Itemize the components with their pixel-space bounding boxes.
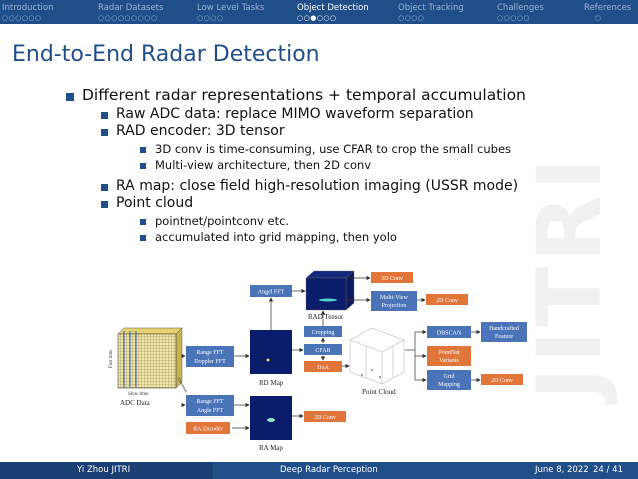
- fast-time-label: Fast time: [109, 349, 114, 368]
- cropping-label: Cropping: [312, 330, 335, 336]
- doa-label: DoA: [317, 365, 329, 371]
- conv2d-top-box: [426, 294, 468, 305]
- bullet-level2: RA map: close field high-resolution imag…: [116, 178, 519, 194]
- cropping-box: [304, 326, 342, 337]
- bullet-square-icon: [101, 129, 108, 136]
- range-angle-fft-label: Range FFT: [196, 399, 224, 405]
- bullet-level2: Point cloud: [116, 195, 194, 211]
- grid-mapping-box: [427, 370, 471, 390]
- bullet-level3: Multi-view architecture, then 2D conv: [155, 158, 372, 172]
- multiview-projection-box: [371, 291, 417, 311]
- range-angle-fft-label: Angle FFT: [197, 408, 224, 414]
- range-angle-fft-box: [186, 395, 234, 416]
- nav-section-challenges[interactable]: Challenges: [497, 3, 544, 13]
- footer-left-panel: Yi Zhou JITRI: [0, 462, 213, 479]
- bullet-square-icon: [101, 201, 108, 208]
- nav-dots-challenges[interactable]: ○○○○○: [497, 14, 531, 22]
- pointnet-variants-box: [427, 346, 471, 366]
- dbscan-label: DBSCAN: [437, 331, 462, 337]
- conv3d-box: [371, 272, 413, 283]
- nav-dots-low-level-tasks[interactable]: ○○○○: [197, 14, 224, 22]
- ra-map-label: RA Map: [259, 444, 283, 452]
- doa-box: [304, 361, 342, 372]
- nav-section-low-level-tasks[interactable]: Low Level Tasks: [197, 3, 265, 13]
- handcrafted-feature-box: [481, 322, 527, 342]
- range-doppler-fft-box: [186, 346, 234, 367]
- angel-fft-box: [250, 285, 292, 297]
- bullet-square-icon: [140, 147, 146, 153]
- diagram-connectors: [181, 275, 481, 431]
- conv2d-right-box: [481, 374, 523, 385]
- multiview-projection-label: Multi-View: [380, 295, 409, 301]
- radar-pipeline-diagram: Fast time Slow time Antennas ADC Data Ra…: [109, 270, 527, 452]
- ra-encoder-label: RA Encoder: [193, 427, 223, 433]
- footer-bar: Yi Zhou JITRI Deep Radar Perception June…: [0, 462, 638, 479]
- bullet-level2: RAD encoder: 3D tensor: [116, 123, 285, 139]
- slide-title: End-to-End Radar Detection: [12, 42, 320, 67]
- ra-encoder-box: [186, 422, 230, 434]
- rad-tensor-cube: [305, 270, 355, 311]
- footer-talk-title: Deep Radar Perception: [280, 465, 378, 475]
- conv2d-top-label: 2D Conv: [436, 298, 458, 304]
- bullet-square-icon: [101, 112, 108, 119]
- nav-dots-references[interactable]: ○: [595, 14, 602, 22]
- bullet-level3: accumulated into grid mapping, then yolo: [155, 230, 397, 244]
- rd-map-image: [250, 330, 292, 374]
- bullet-square-icon: [140, 235, 146, 241]
- range-doppler-fft-label: Range FFT: [196, 350, 224, 356]
- adc-data-cube: [117, 327, 183, 389]
- nav-dots-object-detection[interactable]: ○○●○○○: [297, 14, 337, 22]
- grid-mapping-label: Grid: [444, 374, 455, 380]
- nav-dots-radar-datasets[interactable]: ○○○○○○○○○: [98, 14, 158, 22]
- nav-section-references[interactable]: References: [584, 3, 632, 13]
- rd-map-label: RD Map: [259, 379, 284, 387]
- handcrafted-feature-label: Feature: [495, 334, 513, 340]
- conv2d-bottom-label: 2D Conv: [314, 415, 336, 421]
- range-doppler-fft-label: Doppler FFT: [194, 359, 226, 365]
- conv2d-bottom-box: [304, 411, 346, 422]
- nav-section-radar-datasets[interactable]: Radar Datasets: [98, 3, 164, 13]
- slow-time-label: Slow time: [128, 392, 149, 397]
- nav-section-object-tracking[interactable]: Object Tracking: [398, 3, 464, 13]
- bullet-level3: 3D conv is time-consuming, use CFAR to c…: [155, 142, 512, 156]
- conv3d-label: 3D Conv: [381, 276, 403, 282]
- bullet-level2: Raw ADC data: replace MIMO waveform sepa…: [116, 106, 474, 122]
- bullet-square-icon: [140, 163, 146, 169]
- pointnet-variants-label: PointNet: [438, 350, 460, 356]
- adc-data-label: ADC Data: [120, 399, 151, 407]
- bullet-level1: Different radar representations + tempor…: [82, 86, 526, 104]
- pointnet-variants-label: Variants: [439, 358, 459, 364]
- bullet-square-icon: [140, 219, 146, 225]
- bullet-square-icon: [101, 184, 108, 191]
- rad-tensor-label: RAD Tensor: [308, 313, 344, 321]
- cfar-label: CFAR: [315, 348, 330, 354]
- point-cloud-label: Point Cloud: [362, 388, 396, 396]
- nav-dots-object-tracking[interactable]: ○○○○: [398, 14, 425, 22]
- conv2d-right-label: 2D Conv: [491, 378, 513, 384]
- footer-author: Yi Zhou JITRI: [77, 465, 131, 475]
- bullet-level3: pointnet/pointconv etc.: [155, 214, 290, 228]
- grid-mapping-label: Mapping: [438, 382, 460, 388]
- top-navigation: Introduction ○○○○○○ Radar Datasets ○○○○○…: [0, 0, 638, 24]
- nav-dots-introduction[interactable]: ○○○○○○: [2, 14, 42, 22]
- footer-date: June 8, 2022: [535, 465, 589, 475]
- footer-page-number: 24 / 41: [593, 465, 623, 475]
- handcrafted-feature-label: Handcrafted: [489, 325, 519, 332]
- nav-section-object-detection[interactable]: Object Detection: [297, 3, 369, 13]
- cfar-box: [304, 344, 342, 355]
- angel-fft-label: Angel FFT: [258, 290, 285, 296]
- point-cloud-plot: [349, 327, 405, 385]
- multiview-projection-label: Projection: [382, 303, 407, 309]
- dbscan-box: [427, 326, 471, 338]
- bullet-square-icon: [66, 93, 74, 101]
- nav-section-introduction[interactable]: Introduction: [2, 3, 54, 13]
